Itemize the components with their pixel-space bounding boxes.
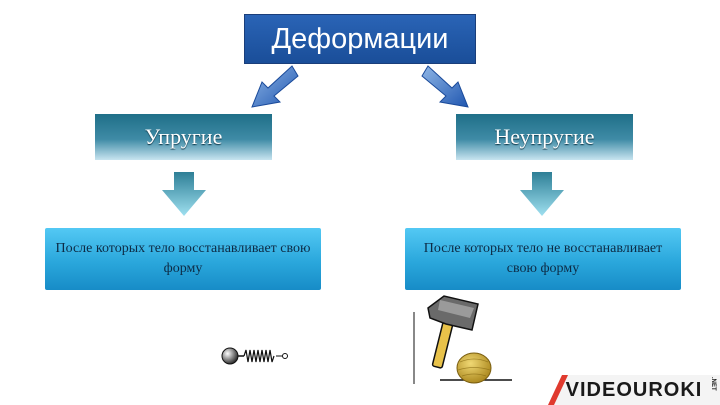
brand-suffix: .NET [710,377,716,391]
hammer-icon [413,295,479,384]
brand-logo: VIDEOUROKI .NET [548,375,720,405]
ball-icon [440,352,512,384]
diagonal-arrow-icon [251,65,299,108]
brand-background [548,375,720,405]
down-arrow-icon [520,172,564,216]
elastic-label-box: Упругие [95,114,272,160]
diagonal-arrow-icon [421,65,469,108]
spring-icon [221,347,288,365]
inelastic-description: После которых тело не восстанавливает св… [405,228,681,290]
inelastic-label-box: Неупругие [456,114,633,160]
brand-text: VIDEOUROKI [565,378,703,401]
diagram-title: Деформации [244,14,476,64]
down-arrow-icon [162,172,206,216]
elastic-description: После которых тело восстанавливает свою … [45,228,321,290]
